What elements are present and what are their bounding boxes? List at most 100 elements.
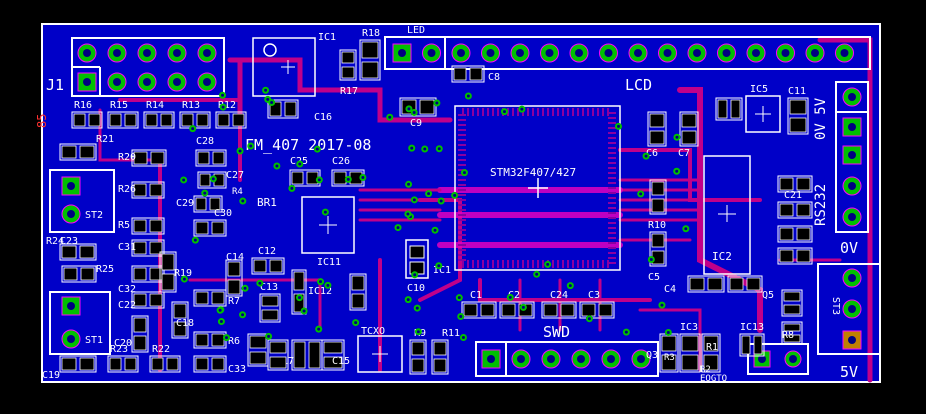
- j1-header: [71, 37, 225, 97]
- component-label: C14: [226, 252, 244, 263]
- passive-outline: [59, 243, 97, 261]
- passive-outline: [251, 257, 285, 275]
- component-label: R26: [118, 184, 136, 195]
- passive-outline: [541, 301, 577, 319]
- component-label: Q3: [646, 350, 658, 361]
- component-label: R23: [110, 344, 128, 355]
- board-title: FM_407 2017-08: [245, 136, 371, 154]
- passive-outline: [131, 217, 165, 235]
- passive-outline: [131, 181, 165, 199]
- component-label: Q5: [762, 290, 774, 301]
- led-label: LED: [407, 25, 425, 36]
- ic1-mid-label: IC1: [433, 265, 451, 276]
- swd-label: SWD: [543, 323, 570, 341]
- passive-outline: [267, 339, 289, 371]
- component-label: C13: [260, 282, 278, 293]
- j1-label: J1: [46, 76, 64, 94]
- br1-label: BR1: [257, 196, 277, 209]
- component-label: C18: [176, 318, 194, 329]
- st1-label: ST1: [85, 335, 103, 346]
- component-label: R4: [232, 187, 243, 197]
- component-label: C9: [410, 118, 422, 129]
- component-label: C32: [118, 284, 136, 295]
- passive-outline: [131, 291, 165, 309]
- ic5-footprint: [745, 95, 781, 133]
- ic11-footprint: [301, 196, 355, 254]
- component-label: C16: [314, 112, 332, 123]
- st2-header: [49, 169, 115, 233]
- passive-outline: [409, 339, 427, 375]
- lcd-label: LCD: [625, 76, 652, 94]
- passive-outline: [197, 171, 227, 189]
- tcxo-label: TCXO: [361, 326, 385, 337]
- tcxo-footprint: [357, 335, 403, 373]
- passive-outline: [149, 355, 181, 373]
- mcu-label: STM32F407/427: [490, 166, 576, 179]
- component-label: R13: [182, 100, 200, 111]
- passive-outline: [451, 65, 485, 83]
- ic1-top-footprint: [252, 37, 316, 97]
- component-label: C27: [226, 170, 244, 181]
- passive-outline: [131, 149, 167, 167]
- passive-outline: [499, 301, 535, 319]
- v5-0v-label: 0V 5V: [813, 97, 829, 140]
- passive-outline: [225, 259, 243, 297]
- component-label: C33: [228, 364, 246, 375]
- eqgtq-label: EQGTQ: [700, 374, 727, 384]
- component-label: R2: [700, 365, 711, 375]
- component-label: R8: [782, 330, 794, 341]
- passive-outline: [193, 195, 223, 213]
- component-label: C19: [42, 370, 60, 381]
- passive-outline: [687, 275, 725, 293]
- passive-outline: [291, 269, 307, 315]
- component-label: C5: [648, 272, 660, 283]
- eqgtq-header: [747, 343, 809, 375]
- component-label: R3: [664, 353, 675, 363]
- component-label: C22: [118, 300, 136, 311]
- st3-header: [817, 263, 881, 355]
- component-label: R7: [228, 296, 240, 307]
- mcu-footprint: STM32F407/427: [454, 105, 621, 271]
- passive-outline: [777, 225, 813, 243]
- passive-outline: [781, 321, 803, 345]
- passive-outline: [59, 143, 97, 161]
- passive-outline: [59, 355, 97, 373]
- component-label: C26: [332, 156, 350, 167]
- bottom-marker: 85: [35, 114, 49, 128]
- passive-outline: [171, 301, 189, 339]
- v5-label: 5V: [840, 363, 858, 381]
- lcd-header: [384, 36, 871, 70]
- ic1-top-label: IC1: [318, 32, 336, 43]
- passive-outline: [61, 265, 97, 283]
- passive-outline: [131, 315, 149, 353]
- ic1-mid-footprint: [405, 239, 429, 279]
- passive-outline: [339, 49, 357, 81]
- passive-outline: [267, 99, 299, 119]
- passive-outline: [649, 231, 667, 267]
- passive-outline: [259, 293, 281, 323]
- passive-outline: [777, 247, 813, 265]
- component-label: C3: [588, 290, 600, 301]
- passive-outline: [781, 289, 803, 317]
- component-label: C21: [784, 190, 802, 201]
- passive-outline: [159, 251, 177, 293]
- component-label: C28: [196, 136, 214, 147]
- passive-outline: [715, 97, 743, 121]
- component-label: R1: [706, 342, 718, 353]
- component-label: R11: [442, 328, 460, 339]
- component-label: R21: [96, 134, 114, 145]
- passive-outline: [215, 111, 247, 129]
- passive-outline: [193, 289, 227, 307]
- passive-outline: [107, 111, 139, 129]
- component-label: C1: [470, 290, 482, 301]
- component-label: C11: [788, 86, 806, 97]
- passive-outline: [647, 111, 667, 147]
- passive-outline: [193, 355, 227, 373]
- st3-label: ST3: [830, 297, 841, 315]
- component-label: C6: [646, 148, 658, 159]
- component-label: IC13: [740, 322, 764, 333]
- passive-outline: [195, 149, 227, 167]
- passive-outline: [777, 201, 813, 219]
- passive-outline: [143, 111, 175, 129]
